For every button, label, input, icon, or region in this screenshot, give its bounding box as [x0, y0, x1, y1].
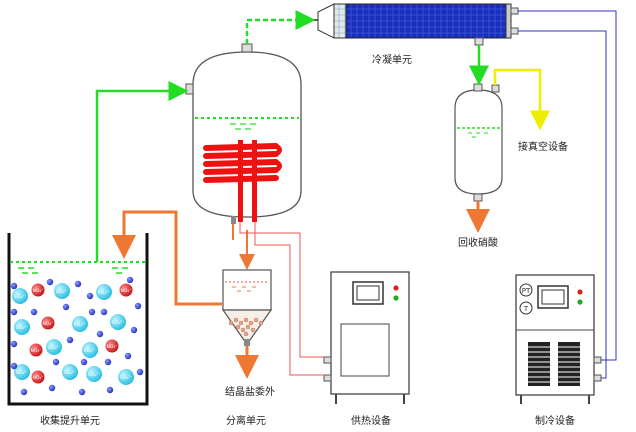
particle-label: SO₄²⁻ [88, 372, 101, 378]
hydrogen-particle [130, 326, 138, 334]
vacuum-line [493, 68, 550, 131]
vapor-line [245, 10, 316, 44]
particle-label: SO₄²⁻ [84, 348, 97, 354]
salt-crystals [228, 317, 264, 337]
hydrogen-particle [106, 386, 114, 394]
hydrogen-particle [134, 302, 142, 310]
receiver-tank [454, 83, 503, 202]
hydrogen-particle [48, 384, 56, 392]
particle-label: SO₄²⁻ [56, 289, 69, 295]
nitrate-particle [41, 316, 55, 330]
sulfate-particle [86, 366, 102, 382]
heating-return-line [254, 222, 324, 376]
hydrogen-particle [96, 330, 104, 338]
evaporator-vessel [185, 43, 302, 224]
label-refrigeration-equipment: 制冷设备 [535, 414, 575, 427]
svg-text:T: T [523, 305, 529, 313]
particle-label: NO₃⁻ [32, 375, 44, 381]
hydrogen-particle [20, 388, 28, 396]
hydrogen-particle [52, 358, 60, 366]
sulfate-particle [82, 342, 98, 358]
hydrogen-particle [10, 282, 18, 290]
sulfate-particle [72, 316, 88, 332]
particle-label: NO₃⁻ [30, 348, 42, 354]
label-recover-nitric-acid: 回收硝酸 [458, 236, 498, 249]
label-vacuum-equipment: 接真空设备 [518, 140, 568, 153]
hydrogen-particle [10, 308, 18, 316]
label-collection-unit: 收集提升单元 [40, 414, 100, 427]
sulfate-particle [96, 284, 112, 300]
label-heating-equipment: 供热设备 [351, 414, 391, 427]
particle-label: SO₄²⁻ [98, 290, 111, 296]
nitrate-particle [29, 343, 43, 357]
heating-cabinet [323, 271, 410, 404]
refrigeration-cabinet: PT T [515, 274, 602, 404]
feed-line [95, 81, 189, 262]
sulfate-particle [14, 319, 30, 335]
tank-liquid-ticks [18, 267, 128, 274]
condenser [313, 3, 519, 46]
particle-label: SO₄²⁻ [16, 325, 29, 331]
coolant-supply-line [518, 10, 617, 361]
collection-tank: SO₄²⁻NO₃⁻SO₄²⁻SO₄²⁻NO₃⁻SO₄²⁻NO₃⁻SO₄²⁻SO₄… [7, 233, 149, 406]
particle-label: SO₄²⁻ [16, 370, 29, 376]
hydrogen-particle [78, 388, 86, 396]
nitrate-particle [31, 370, 45, 384]
hydrogen-particle [80, 358, 88, 366]
hydrogen-particle [124, 352, 132, 360]
separation-vessel [221, 269, 273, 379]
label-condensation-unit: 冷凝单元 [372, 53, 412, 66]
hydrogen-particle [88, 308, 96, 316]
hydrogen-particle [46, 278, 54, 286]
sulfate-particle [62, 364, 78, 380]
hydrogen-particle [74, 280, 82, 288]
particle-label: SO₄²⁻ [120, 375, 133, 381]
hydrogen-particle [30, 308, 38, 316]
cooling-fins [528, 342, 580, 386]
nitrate-particle [31, 283, 45, 297]
particle-label: NO₃⁻ [42, 321, 54, 327]
hydrogen-particle [66, 336, 74, 344]
sulfate-particle [14, 364, 30, 380]
heating-coil [203, 140, 282, 222]
label-separation-unit: 分离单元 [226, 414, 266, 427]
hydrogen-particle [62, 303, 70, 311]
tank-walls [7, 233, 149, 406]
tank-particles: SO₄²⁻NO₃⁻SO₄²⁻SO₄²⁻NO₃⁻SO₄²⁻NO₃⁻SO₄²⁻SO₄… [10, 276, 144, 396]
nitrate-particle [105, 339, 119, 353]
label-crystal-salt-out: 结晶盐委外 [225, 385, 275, 398]
particle-label: SO₄²⁻ [74, 322, 87, 328]
particle-label: SO₄²⁻ [48, 345, 61, 351]
hydrogen-particle [100, 308, 108, 316]
particle-label: SO₄²⁻ [14, 294, 27, 300]
hydrogen-particle [104, 358, 112, 366]
hydrogen-particle [136, 368, 144, 376]
hydrogen-particle [10, 340, 18, 348]
svg-text:PT: PT [522, 287, 531, 295]
hydrogen-particle [126, 276, 134, 284]
sulfate-particle [46, 339, 62, 355]
sulfate-particle [12, 288, 28, 304]
particle-label: SO₄²⁻ [64, 370, 77, 376]
particle-label: NO₃⁻ [106, 344, 118, 350]
particle-label: NO₃⁻ [32, 288, 44, 294]
return-line [112, 210, 222, 306]
sulfate-particle [118, 369, 134, 385]
nitrate-particle [119, 283, 133, 297]
sulfate-particle [110, 314, 126, 330]
hydrogen-particle [86, 292, 94, 300]
particle-label: NO₃⁻ [120, 288, 132, 294]
coolant-return-line [518, 30, 607, 379]
sulfate-particle [54, 283, 70, 299]
heating-supply-line [239, 222, 324, 358]
particle-label: SO₄²⁻ [112, 320, 125, 326]
flow-lines [95, 10, 617, 379]
hydrogen-particle [10, 362, 18, 370]
